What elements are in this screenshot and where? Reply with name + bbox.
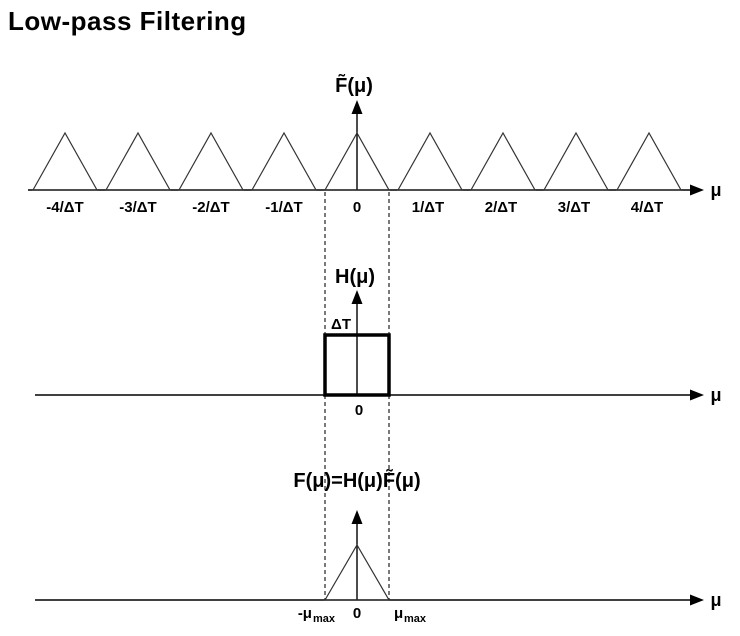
- mu-max-negative-label: -μ: [298, 605, 312, 622]
- spectrum-triangle: [469, 131, 537, 191]
- tick-label: -3/ΔT: [119, 199, 156, 216]
- spectrum-triangle: [396, 131, 464, 191]
- filter-amplitude-label: ΔT: [331, 316, 351, 333]
- tick-label: -1/ΔT: [265, 199, 302, 216]
- plot3-x-axis-arrow-icon: [690, 594, 704, 606]
- filter-box: [323, 333, 391, 397]
- plot1-x-axis-label: μ: [710, 180, 721, 200]
- plot2-origin-label: 0: [355, 402, 363, 419]
- plot1-y-axis-arrow-icon: [351, 100, 363, 114]
- filtered-spectrum-triangle: [323, 543, 391, 601]
- plot3-origin-label: 0: [353, 605, 361, 622]
- spectrum-triangle: [250, 131, 318, 191]
- periodic-spectrum-plot: μ F̃(μ) -4/ΔT -3/ΔT -2/ΔT -1/ΔT 0 1/ΔT 2…: [28, 73, 722, 216]
- mu-max-negative-subscript: max: [313, 613, 336, 625]
- tick-label: -4/ΔT: [46, 199, 83, 216]
- page-title: Low-pass Filtering: [8, 6, 247, 36]
- plot2-x-axis-arrow-icon: [690, 389, 704, 401]
- plot2-y-axis-arrow-icon: [351, 290, 363, 304]
- spectrum-triangle: [104, 131, 172, 191]
- spectrum-triangle: [177, 131, 245, 191]
- mu-max-positive-label: μ: [394, 605, 403, 622]
- tick-label: 2/ΔT: [485, 199, 517, 216]
- tick-label: 3/ΔT: [558, 199, 590, 216]
- spectrum-triangle: [31, 131, 99, 191]
- tick-label: 0: [353, 199, 361, 216]
- spectrum-triangle: [542, 131, 610, 191]
- plot3-x-axis-label: μ: [710, 590, 721, 610]
- filter-transfer-function-plot: μ H(μ) ΔT 0: [35, 266, 722, 419]
- tick-label: -2/ΔT: [192, 199, 229, 216]
- tick-label: 1/ΔT: [412, 199, 444, 216]
- spectrum-triangle: [323, 131, 391, 191]
- filtered-spectrum-plot: μ F(μ)=H(μ)F̃(μ) -μ max 0 μ max: [35, 468, 722, 625]
- plot2-x-axis-label: μ: [710, 385, 721, 405]
- spectrum-triangle: [615, 131, 683, 191]
- plot1-y-axis-label: F̃(μ): [335, 73, 373, 97]
- plot1-x-axis-arrow-icon: [690, 184, 704, 196]
- tick-label: 4/ΔT: [631, 199, 663, 216]
- plot2-y-axis-label: H(μ): [335, 266, 375, 288]
- plot3-formula-label: F(μ)=H(μ)F̃(μ): [293, 468, 420, 492]
- plot3-y-axis-arrow-icon: [351, 510, 363, 524]
- mu-max-positive-subscript: max: [404, 613, 427, 625]
